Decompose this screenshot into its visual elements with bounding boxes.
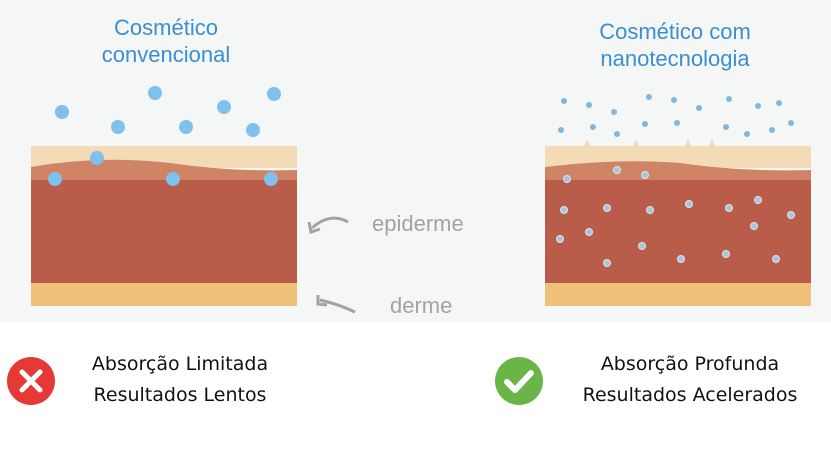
check-circle-icon [495, 357, 543, 405]
dermis-arrow-icon [319, 298, 356, 314]
particle [613, 166, 621, 174]
right-epidermis-layer [545, 161, 811, 182]
particle [725, 204, 733, 212]
right-title: Cosmético com nanotecnologia [560, 18, 790, 72]
dermis-label: derme [390, 293, 453, 318]
particle [671, 97, 677, 103]
right-result-line1: Absorção Profunda [600, 353, 780, 375]
particle [603, 204, 611, 212]
right-nanoparticles [556, 94, 795, 267]
left-title-line2: convencional [101, 42, 231, 67]
particle [560, 206, 568, 214]
particle [726, 96, 732, 102]
particle [556, 235, 564, 243]
particle [179, 120, 193, 134]
particle [267, 87, 281, 101]
particle [611, 109, 617, 115]
left-title: Cosmético convencional [66, 14, 266, 68]
particle [585, 228, 593, 236]
right-dermis-layer [545, 180, 811, 284]
particle [641, 171, 649, 179]
left-result-line2: Resultados Lentos [93, 384, 267, 406]
particle [264, 172, 278, 186]
particle [787, 211, 795, 219]
left-skin-section [31, 146, 297, 306]
right-result-line2: Resultados Acelerados [582, 384, 798, 406]
particle [646, 94, 652, 100]
right-skin-section [545, 139, 811, 306]
particle [776, 100, 782, 106]
particle [90, 151, 104, 165]
particle [642, 121, 648, 127]
particle [590, 124, 596, 130]
particle [674, 120, 680, 126]
particle [788, 120, 794, 126]
epidermis-arrowhead-icon [307, 221, 321, 234]
left-title-line1: Cosmético [114, 15, 218, 40]
particle [586, 102, 592, 108]
particle [603, 259, 611, 267]
particle [722, 250, 730, 258]
left-hypodermis-layer [31, 283, 297, 306]
right-result: Absorção Profunda Resultados Acelerados [555, 349, 825, 411]
epidermis-label: epiderme [372, 211, 464, 236]
x-circle-icon [7, 357, 55, 405]
particle [646, 206, 654, 214]
epidermis-arrow-icon [311, 216, 349, 230]
particle [614, 131, 620, 137]
left-epidermis-layer [31, 159, 297, 182]
left-dermis-layer [31, 180, 297, 284]
particle [111, 120, 125, 134]
right-surface-pores [584, 139, 715, 146]
particle [217, 100, 231, 114]
particle [696, 105, 702, 111]
left-result-line1: Absorção Limitada [91, 353, 269, 375]
skin-diagram [31, 86, 811, 314]
particle [772, 255, 780, 263]
particle [166, 172, 180, 186]
particle [677, 255, 685, 263]
particle [744, 131, 750, 137]
particle [561, 98, 567, 104]
left-particles [48, 86, 281, 186]
right-hypodermis-layer [545, 283, 811, 306]
right-title-line2: nanotecnologia [600, 46, 750, 71]
dermis-arrowhead-icon [316, 295, 328, 307]
particle [55, 105, 69, 119]
particle [685, 200, 693, 208]
left-result: Absorção Limitada Resultados Lentos [60, 349, 300, 411]
particle [638, 242, 646, 250]
particle [48, 172, 62, 186]
particle [563, 175, 571, 183]
particle [769, 127, 775, 133]
particle [754, 196, 762, 204]
particle [246, 123, 260, 137]
right-title-line1: Cosmético com [599, 19, 751, 44]
particle [148, 86, 162, 100]
particle [558, 127, 564, 133]
particle [723, 124, 729, 130]
particle [750, 222, 758, 230]
particle [755, 103, 761, 109]
